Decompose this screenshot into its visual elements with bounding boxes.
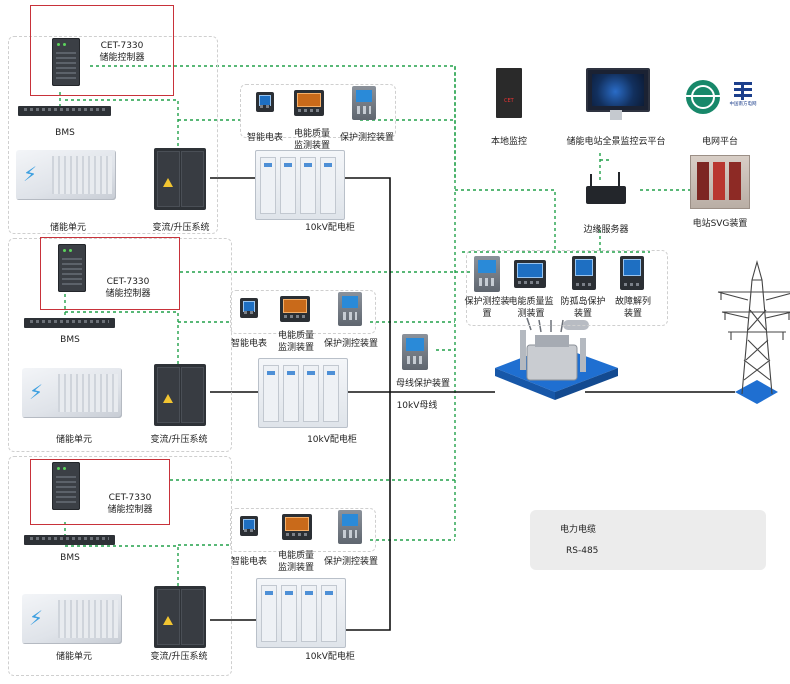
controller-device-1 xyxy=(52,38,80,86)
bms-label-1: BMS xyxy=(55,128,75,138)
fault-splitting-label: 故障解列装置 xyxy=(614,297,651,319)
controller-device-3 xyxy=(52,462,80,510)
smart-meter-label-2: 智能电表 xyxy=(230,339,267,349)
edge-server-device xyxy=(586,172,626,204)
southern-grid-logo xyxy=(728,82,758,100)
anti-islanding-label: 防孤岛保护装置 xyxy=(560,297,606,319)
bms-label-2: BMS xyxy=(60,335,80,345)
cet-brand-mark: CET xyxy=(504,98,514,104)
smart-meter-3 xyxy=(240,516,258,536)
rs485-line xyxy=(90,65,456,180)
station-device-group xyxy=(466,250,668,326)
device-group-1 xyxy=(240,84,396,138)
controller-name-3: 储能控制器 xyxy=(107,505,153,515)
cloud-platform-monitor xyxy=(586,68,650,112)
legend-cable-label: 电力电缆 xyxy=(560,525,597,535)
pcs-label-3: 变流/升压系统 xyxy=(150,652,208,662)
storage-unit-1: ⚡ xyxy=(16,150,116,200)
storage-unit-label-2: 储能单元 xyxy=(55,435,92,445)
controller-frame-1 xyxy=(30,5,174,96)
controller-name-1: 储能控制器 xyxy=(99,53,145,63)
monitor-stand xyxy=(610,110,622,120)
storage-unit-label-1: 储能单元 xyxy=(49,223,86,233)
station-power-quality-label: 电能质量监测装置 xyxy=(508,297,554,319)
controller-device-2 xyxy=(58,244,86,292)
bms-label-3: BMS xyxy=(60,553,80,563)
rs485-lines xyxy=(59,65,690,588)
storage-group-2 xyxy=(8,238,232,452)
controller-model-1: CET-7330 xyxy=(100,41,144,51)
svg-device-label: 电站SVG装置 xyxy=(692,219,748,229)
controller-model-3: CET-7330 xyxy=(108,493,152,503)
smart-meter-label-1: 智能电表 xyxy=(246,133,283,143)
local-monitor-device: CET xyxy=(496,68,522,118)
legend-rs485-label: RS-485 xyxy=(566,546,599,556)
station-power-quality-device xyxy=(514,260,546,288)
protection-label-3: 保护测控装置 xyxy=(323,557,378,567)
busbar-label: 10kV母线 xyxy=(396,401,438,411)
power-quality-device-1 xyxy=(294,90,324,116)
protection-label-2: 保护测控装置 xyxy=(323,339,378,349)
switchgear-label-1: 10kV配电柜 xyxy=(305,223,355,233)
switchgear-1 xyxy=(255,150,345,220)
storage-group-3 xyxy=(8,456,232,676)
switchgear-2 xyxy=(258,358,348,428)
bms-device-3 xyxy=(24,535,115,545)
anti-islanding-device xyxy=(572,256,596,290)
protection-device-3 xyxy=(338,510,362,544)
bms-device-2 xyxy=(24,318,115,328)
fault-splitting-device xyxy=(620,256,644,290)
pcs-device-1 xyxy=(154,148,206,210)
transmission-tower xyxy=(717,259,790,404)
power-quality-device-2 xyxy=(280,296,310,322)
controller-name-2: 储能控制器 xyxy=(105,289,151,299)
svg-device xyxy=(690,155,750,209)
storage-group-1 xyxy=(8,36,218,234)
power-quality-label-2: 电能质量监测装置 xyxy=(277,331,314,353)
smart-meter-1 xyxy=(256,92,274,112)
pcs-label-2: 变流/升压系统 xyxy=(150,435,208,445)
protection-device-2 xyxy=(338,292,362,326)
storage-unit-3: ⚡ xyxy=(22,594,122,644)
busbar-protection-label: 母线保护装置 xyxy=(395,379,450,389)
pcs-device-2 xyxy=(154,364,206,426)
station-protection-label: 保护测控装置 xyxy=(464,297,510,319)
rs485-line xyxy=(65,99,179,152)
cloud-platform-label: 储能电站全景监控云平台 xyxy=(566,137,666,147)
edge-server-label: 边缘服务器 xyxy=(583,225,629,235)
rs485-line xyxy=(455,189,556,252)
controller-model-2: CET-7330 xyxy=(106,277,150,287)
state-grid-logo xyxy=(686,80,720,114)
grid-platform-label: 电网平台 xyxy=(701,137,738,147)
pcs-device-3 xyxy=(154,586,206,648)
controller-frame-2 xyxy=(40,237,180,310)
storage-unit-2: ⚡ xyxy=(22,368,122,418)
pcs-label-1: 变流/升压系统 xyxy=(152,223,210,233)
southern-grid-text: 中国南方电网 xyxy=(729,102,757,107)
bms-device-1 xyxy=(18,106,111,116)
device-group-2 xyxy=(230,290,376,334)
protection-device-1 xyxy=(352,86,376,120)
power-quality-label-1: 电能质量监测装置 xyxy=(293,129,330,151)
local-monitor-label: 本地监控 xyxy=(490,137,527,147)
controller-frame-3 xyxy=(30,459,170,525)
power-quality-label-3: 电能质量监测装置 xyxy=(277,551,314,573)
rs485-line xyxy=(65,311,179,368)
smart-meter-2 xyxy=(240,298,258,318)
switchgear-label-3: 10kV配电柜 xyxy=(305,652,355,662)
rs485-line xyxy=(65,545,179,588)
switchgear-label-2: 10kV配电柜 xyxy=(307,435,357,445)
station-protection-device xyxy=(474,256,500,292)
smart-meter-label-3: 智能电表 xyxy=(230,557,267,567)
power-quality-device-3 xyxy=(282,514,312,540)
storage-unit-label-3: 储能单元 xyxy=(55,652,92,662)
switchgear-3 xyxy=(256,578,346,648)
transformer xyxy=(495,317,618,400)
legend-panel xyxy=(530,510,766,570)
device-group-3 xyxy=(230,508,376,552)
busbar-protection-device xyxy=(402,334,428,370)
protection-label-1: 保护测控装置 xyxy=(339,133,394,143)
